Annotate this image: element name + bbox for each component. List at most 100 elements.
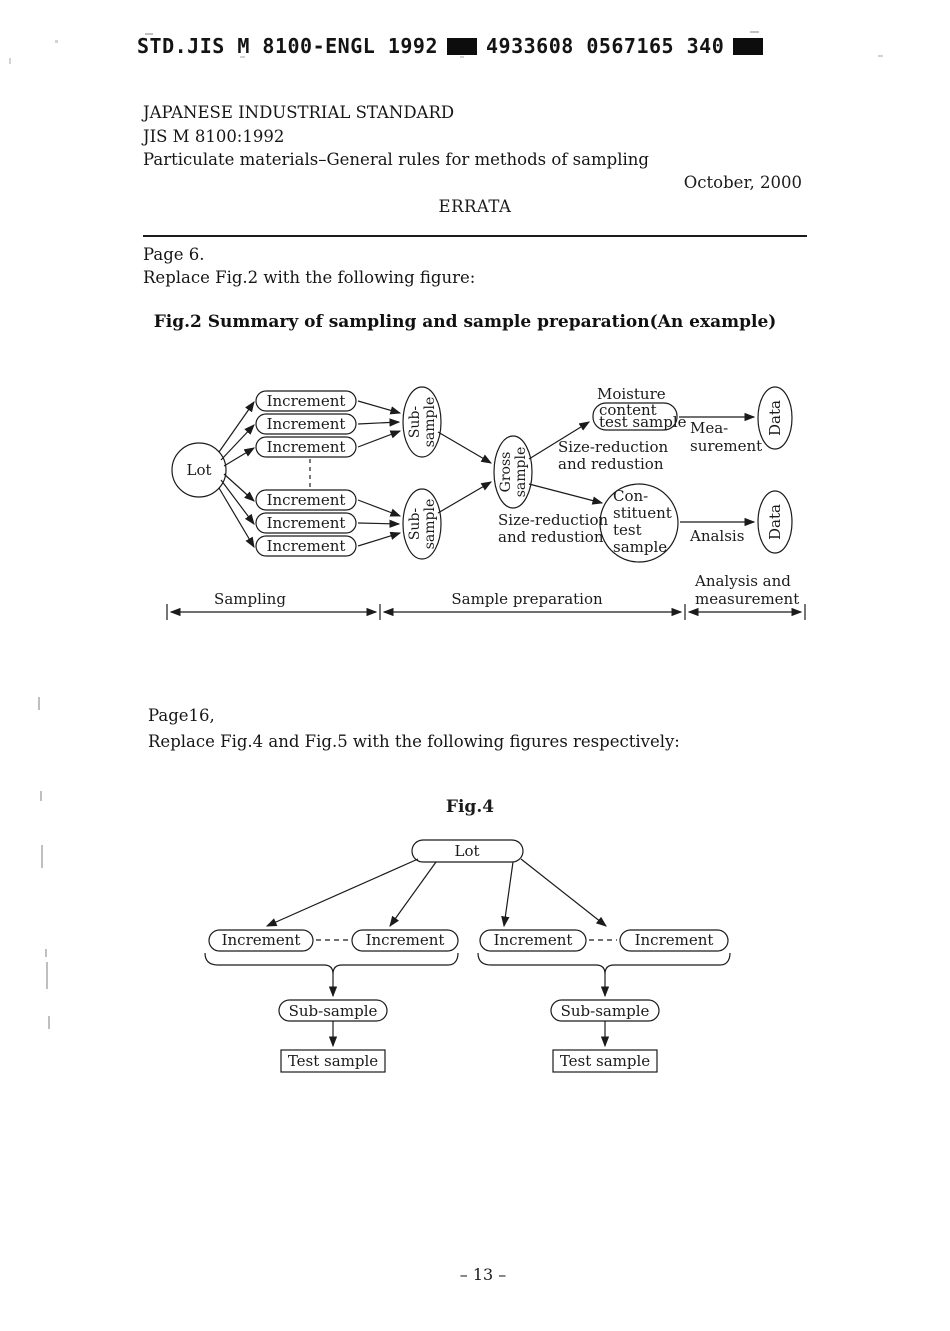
fig4-increment-label: Increment <box>494 931 573 949</box>
fig2-increment-label: Increment <box>267 514 346 532</box>
fig2-span-sampling: Sampling <box>214 590 286 608</box>
fig2-increment-label: Increment <box>267 491 346 509</box>
arrow <box>528 483 604 505</box>
fig2-subsample-label: Sub- sample <box>407 397 438 448</box>
svg-text:Data: Data <box>766 400 784 436</box>
fig2-increment-label: Increment <box>267 438 346 456</box>
fig2-analsis-label: Analsis <box>689 527 744 545</box>
page-number: – 13 – <box>459 1265 507 1284</box>
fig4-lot-node <box>411 839 524 863</box>
scan-artifact <box>750 31 759 33</box>
fig2-lot-node <box>171 442 227 498</box>
black-block-icon <box>446 38 477 55</box>
arrow <box>218 487 255 549</box>
fig4-lot-label: Lot <box>454 842 479 860</box>
fig2-increment-node <box>255 413 357 435</box>
fig4-increment-node <box>208 929 314 952</box>
errata-heading: ERRATA <box>438 197 512 216</box>
page6-ref: Page 6. <box>143 245 205 264</box>
arrow <box>223 447 256 467</box>
arrow <box>357 400 402 415</box>
scan-artifact <box>55 40 58 43</box>
svg-text:sample: sample <box>513 447 529 498</box>
fig2-increment-label: Increment <box>267 537 346 555</box>
fig4-increment-label: Increment <box>222 931 301 949</box>
fig4-brace <box>204 952 459 975</box>
page16-ref: Page16, <box>148 706 215 725</box>
fig2-subsample-node <box>402 386 442 458</box>
arrow <box>501 861 514 928</box>
fig2-caption: Fig.2 Summary of sampling and sample pre… <box>153 312 777 332</box>
fig2-lot-label: Lot <box>186 461 211 479</box>
horizontal-rule <box>143 235 807 237</box>
fig4-increment-node <box>351 929 459 952</box>
fig4-test-sample-node <box>552 1049 658 1073</box>
arrow <box>218 401 255 453</box>
arrow <box>389 861 437 927</box>
svg-text:Sub-: Sub- <box>407 406 423 439</box>
ocr-header: STD.JIS M 8100-ENGL 1992 4933608 0567165… <box>137 34 764 58</box>
fig4-diagram: Fig.4 Lot Increment Increment <box>204 797 731 1073</box>
scan-artifact <box>45 949 47 957</box>
fig2-gross-sample-node <box>493 435 533 509</box>
fig2-increment-node <box>255 512 357 534</box>
black-block-icon <box>733 38 764 55</box>
fig2-increment-node <box>255 535 357 557</box>
fig4-brace <box>477 952 731 975</box>
fig2-moisture-label-1: Moisture <box>597 385 666 403</box>
fig2-increment-label: Increment <box>267 392 346 410</box>
arrow <box>520 858 607 927</box>
fig2-subsample-label: Sub- sample <box>407 499 438 550</box>
fig2-span-sample-preparation: Sample preparation <box>451 590 603 608</box>
fig2-increment-node <box>255 436 357 458</box>
svg-text:Sub-: Sub- <box>407 508 423 541</box>
fig2-moisture-label-2: content <box>599 401 657 419</box>
fig2-span-analysis-1: Analysis and <box>694 572 791 590</box>
title-block: JAPANESE INDUSTRIAL STANDARD JIS M 8100:… <box>143 101 649 172</box>
ocr-header-left: STD.JIS M 8100-ENGL 1992 <box>137 34 438 58</box>
scan-artifact <box>46 962 48 989</box>
fig4-subsample-label: Sub-sample <box>561 1002 650 1020</box>
arrow <box>357 519 401 528</box>
arrow <box>437 481 493 514</box>
scan-artifact <box>40 791 42 801</box>
standard-name: JAPANESE INDUSTRIAL STANDARD <box>143 103 455 122</box>
ocr-header-right: 4933608 0567165 340 <box>485 34 725 58</box>
scan-artifact <box>878 55 883 57</box>
arrow <box>357 430 402 448</box>
scan-artifact <box>48 1016 50 1029</box>
fig2-increment-node <box>255 489 357 511</box>
arrow <box>357 418 401 427</box>
page6-instruction: Replace Fig.2 with the following figure: <box>143 268 476 287</box>
arrow <box>528 421 591 460</box>
fig2-size-reduction-top-1: Size-reduction <box>558 438 668 456</box>
fig4-increment-node <box>479 929 587 952</box>
svg-text:Gross: Gross <box>498 452 514 493</box>
scan-artifact <box>38 697 40 710</box>
fig4-test-sample-node <box>280 1049 386 1073</box>
fig4-caption: Fig.4 <box>446 797 494 817</box>
date: October, 2000 <box>683 173 802 192</box>
fig2-moisture-test-sample-node <box>592 402 678 431</box>
scan-artifact <box>41 845 43 868</box>
fig2-span-analysis-2: measurement <box>695 590 799 608</box>
scan-artifact <box>240 56 245 58</box>
fig2-constituent-label-4: sample <box>613 538 667 556</box>
standard-number: JIS M 8100:1992 <box>143 126 285 146</box>
page16-instruction: Replace Fig.4 and Fig.5 with the followi… <box>148 732 680 751</box>
svg-text:sample: sample <box>422 397 438 448</box>
fig2-data-label: Data <box>766 504 784 540</box>
fig2-moisture-label-3: test sample <box>599 413 687 431</box>
fig2-size-reduction-top-2: and redustion <box>558 455 664 473</box>
fig2-data-label: Data <box>766 400 784 436</box>
arrow <box>220 424 255 461</box>
fig2-measurement-label-1: Mea- <box>690 419 728 437</box>
fig2-data-node <box>757 490 793 554</box>
arrow <box>265 858 419 927</box>
fig4-test-sample-label: Test sample <box>288 1052 378 1070</box>
fig4-test-sample-label: Test sample <box>560 1052 650 1070</box>
fig2-constituent-label-2: stituent <box>613 504 672 522</box>
fig2-increment-node <box>255 390 357 412</box>
fig4-increment-node <box>619 929 729 952</box>
